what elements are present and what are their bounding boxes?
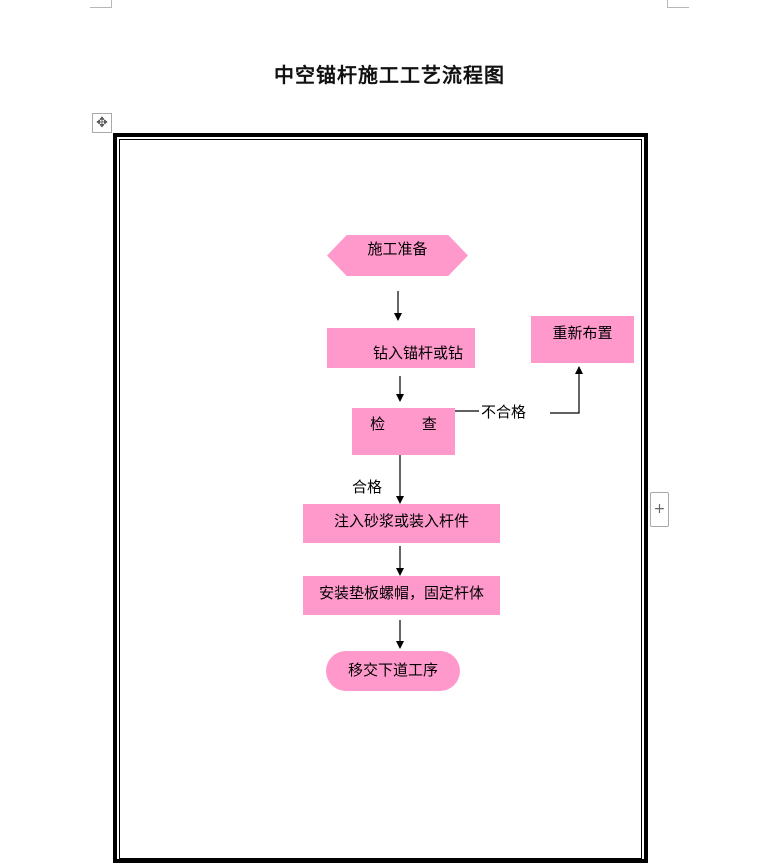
node-drill-anchor: 钻入锚杆或钻 — [327, 328, 475, 368]
document-title: 中空锚杆施工工艺流程图 — [274, 63, 505, 87]
page-corner-mark-right — [667, 0, 689, 8]
node-inspection: 检 查 — [352, 408, 455, 455]
node-construction-prep: 施工准备 — [327, 235, 468, 276]
node-relayout: 重新布置 — [531, 316, 634, 363]
edge-label-fail: 不合格 — [479, 402, 529, 422]
page-corner-mark-left — [90, 0, 112, 8]
node-install-plate-nut: 安装垫板螺帽，固定杆体 — [303, 576, 500, 615]
node-handover-next-process: 移交下道工序 — [326, 651, 460, 691]
add-row-button[interactable]: + — [650, 492, 669, 527]
node-grout-injection: 注入砂浆或装入杆件 — [303, 504, 500, 543]
edge-label-pass: 合格 — [352, 477, 383, 497]
table-move-handle-icon[interactable]: ✥ — [92, 113, 112, 133]
